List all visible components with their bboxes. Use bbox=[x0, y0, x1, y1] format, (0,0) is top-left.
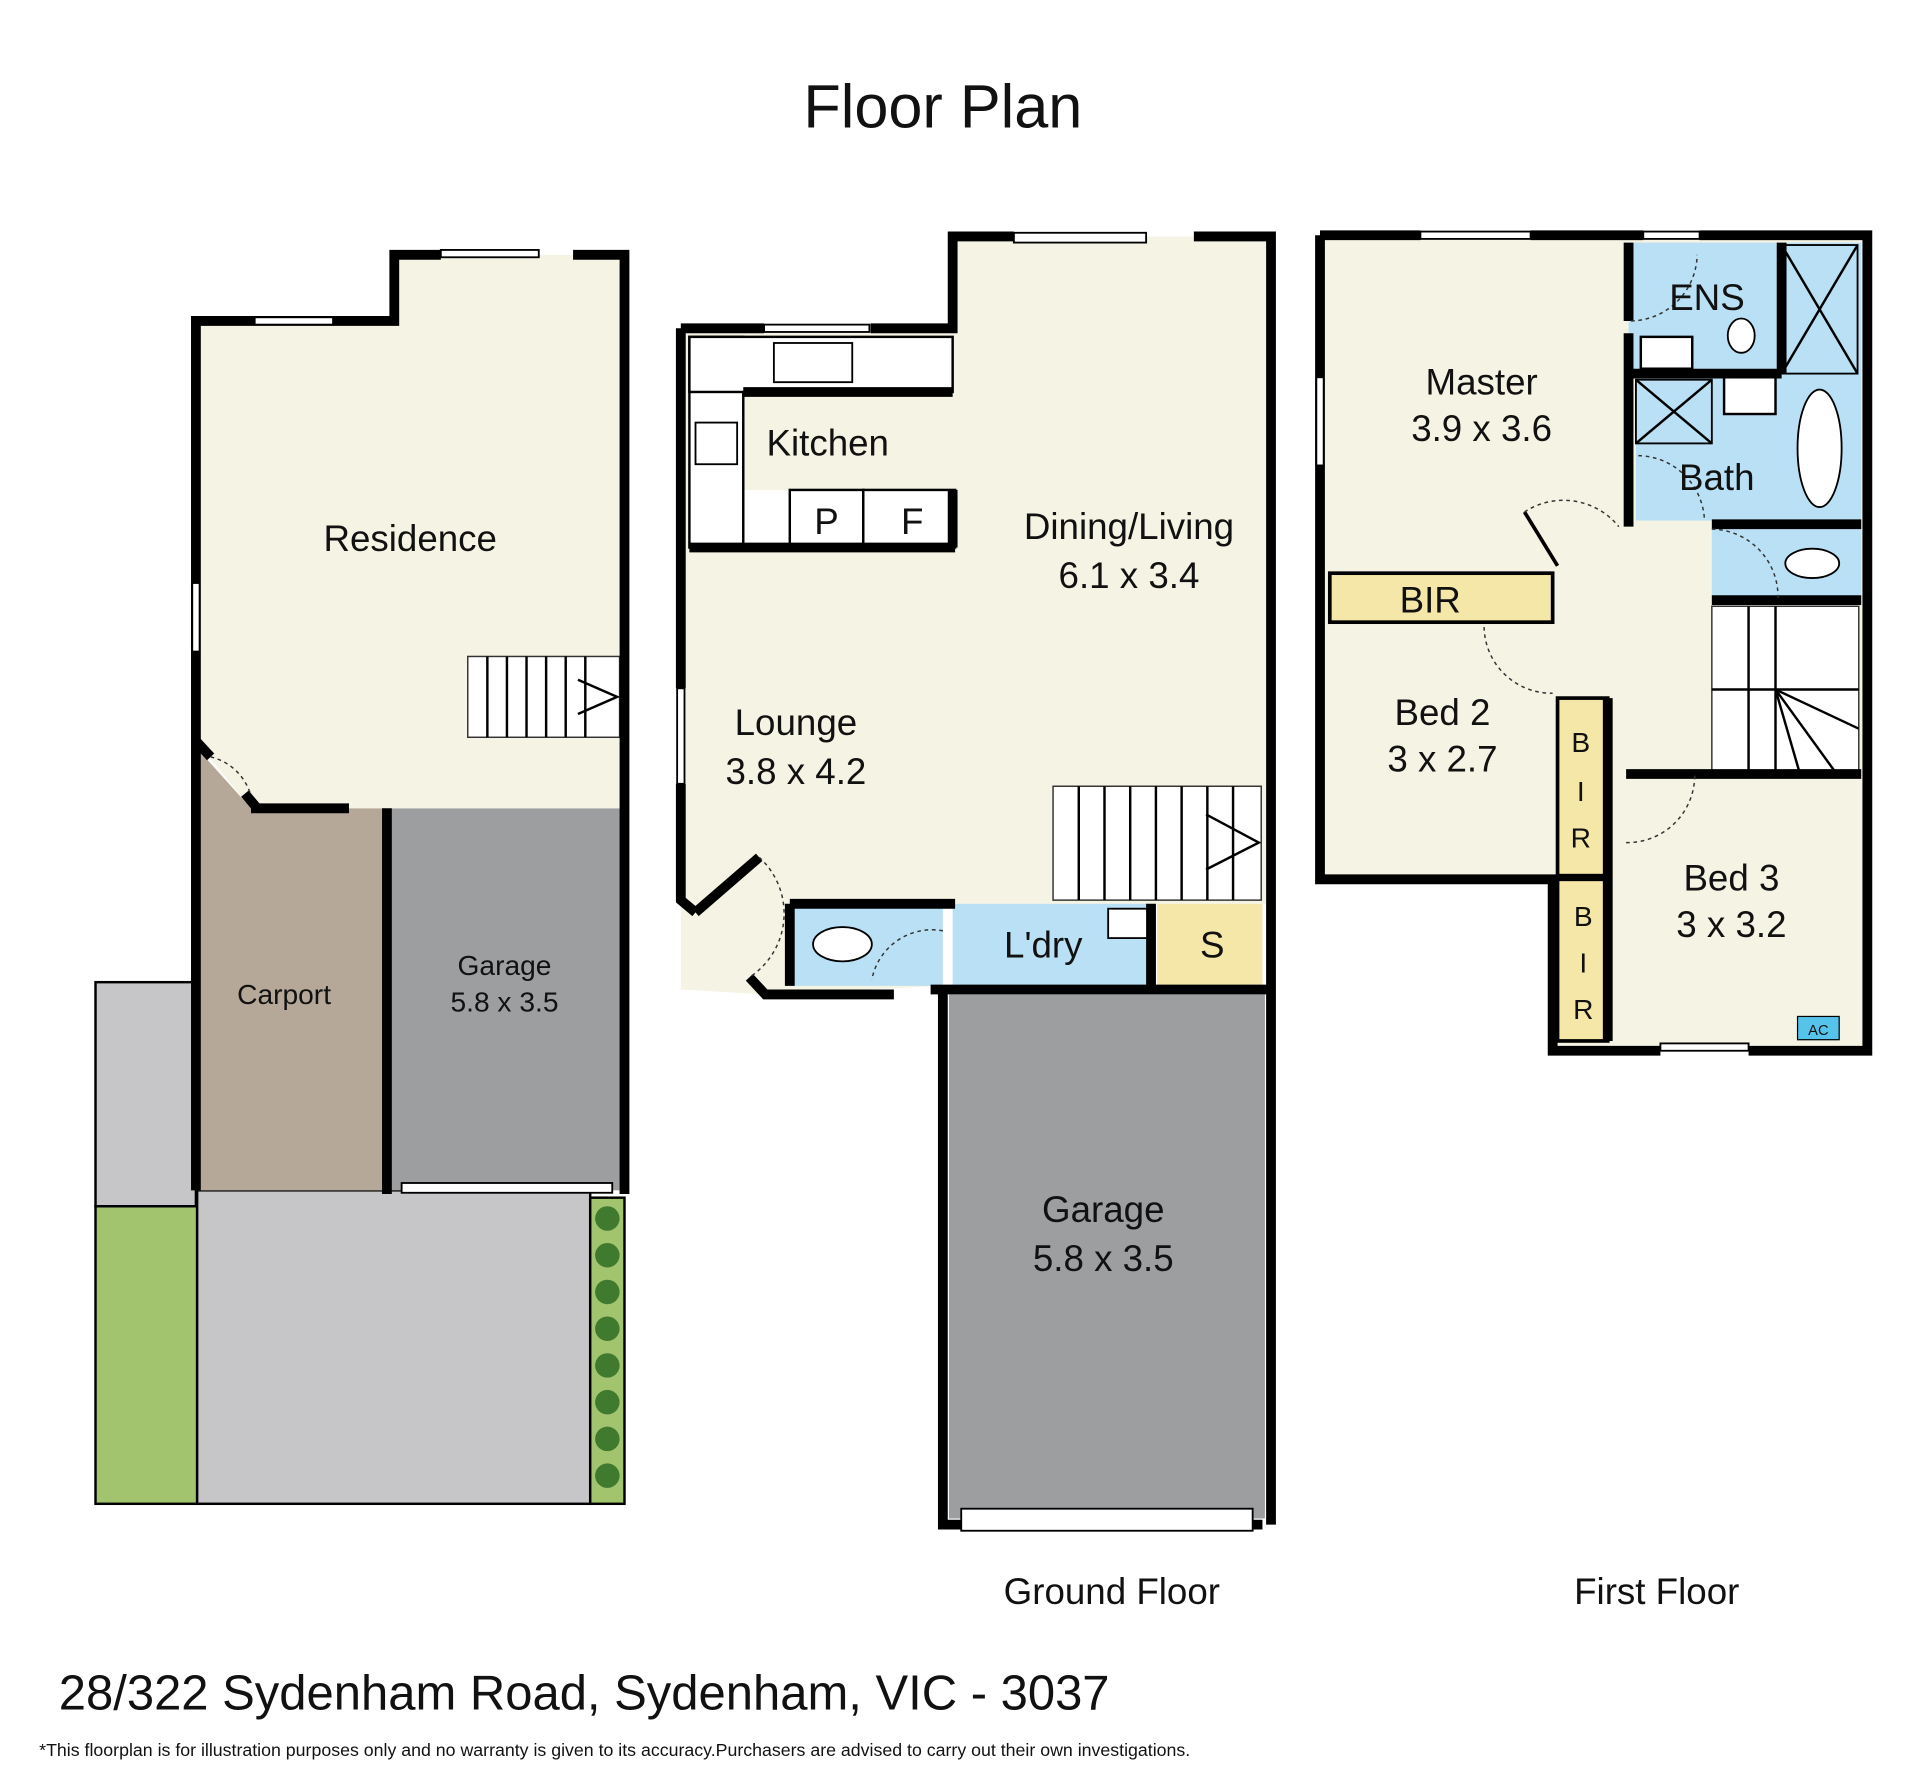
bed3-size: 3 x 3.2 bbox=[1676, 904, 1786, 945]
store-label: S bbox=[1200, 925, 1225, 966]
toilet-icon bbox=[812, 926, 873, 963]
bir-vertical-1 bbox=[1555, 696, 1610, 878]
ensuite-toilet-icon bbox=[1726, 317, 1756, 354]
site-garage-label: Garage bbox=[458, 950, 552, 981]
bir-v1-r: R bbox=[1571, 822, 1591, 853]
hedge-shrubs bbox=[595, 1206, 620, 1488]
store-area bbox=[1157, 903, 1263, 990]
site-residence-label: Residence bbox=[323, 518, 497, 559]
bath-vanity-icon bbox=[1722, 376, 1777, 416]
cooktop-icon bbox=[694, 421, 739, 466]
site-garage-size: 5.8 x 3.5 bbox=[450, 987, 558, 1018]
kitchen-label: Kitchen bbox=[767, 423, 889, 464]
bathtub-icon bbox=[1796, 388, 1843, 508]
first-floor-plan: AC ENS Master 3.9 x 3.6 Bath BIR B I R B… bbox=[1315, 230, 1873, 1612]
bed2-size: 3 x 2.7 bbox=[1387, 739, 1497, 780]
ground-stairs bbox=[1052, 785, 1262, 901]
bir-v2-r: R bbox=[1573, 994, 1593, 1025]
ensuite-label: ENS bbox=[1669, 277, 1745, 318]
fridge bbox=[862, 488, 957, 549]
ground-floor-label: Ground Floor bbox=[1004, 1571, 1220, 1612]
bir-v1-i: I bbox=[1577, 776, 1585, 807]
toilet-icon bbox=[1784, 547, 1841, 580]
master-label: Master bbox=[1426, 361, 1538, 402]
ac-label: AC bbox=[1808, 1023, 1829, 1039]
master-size: 3.9 x 3.6 bbox=[1411, 408, 1552, 449]
laundry-label: L'dry bbox=[1004, 925, 1083, 966]
side-paving bbox=[94, 980, 198, 1208]
pantry bbox=[788, 488, 865, 549]
bir-label: BIR bbox=[1400, 579, 1461, 620]
ground-floor-plan: P F Kitchen Dining/Living 6.1 x 3.4 Loun… bbox=[675, 231, 1276, 1612]
vanity-icon bbox=[1639, 335, 1694, 370]
sink-icon bbox=[772, 342, 854, 384]
dining-living-label: Dining/Living bbox=[1024, 506, 1234, 547]
site-garage-area bbox=[389, 808, 623, 1191]
ground-garage-size: 5.8 x 3.5 bbox=[1033, 1238, 1174, 1279]
property-address: 28/322 Sydenham Road, Sydenham, VIC - 30… bbox=[59, 1667, 1110, 1721]
bed3-label: Bed 3 bbox=[1683, 857, 1779, 898]
bir-horizontal bbox=[1327, 571, 1555, 625]
ground-garage-label: Garage bbox=[1042, 1189, 1164, 1230]
ac-unit bbox=[1796, 1015, 1840, 1041]
bed2-label: Bed 2 bbox=[1394, 692, 1490, 733]
disclaimer: *This floorplan is for illustration purp… bbox=[39, 1740, 1190, 1760]
lawn bbox=[94, 1205, 199, 1506]
site-plan: Residence Carport Garage 5.8 x 3.5 bbox=[94, 249, 630, 1506]
site-carport-label: Carport bbox=[237, 979, 331, 1010]
page-title: Floor Plan bbox=[803, 72, 1082, 140]
first-floor-label: First Floor bbox=[1574, 1571, 1739, 1612]
bir-v2-i: I bbox=[1579, 947, 1587, 978]
fridge-label: F bbox=[901, 501, 923, 542]
lounge-label: Lounge bbox=[735, 702, 858, 743]
ground-garage-area bbox=[948, 994, 1265, 1519]
carport-area bbox=[195, 747, 387, 1191]
dining-living-size: 6.1 x 3.4 bbox=[1059, 555, 1200, 596]
shower-bath bbox=[1635, 378, 1713, 445]
driveway bbox=[195, 1189, 592, 1506]
first-stairs bbox=[1711, 605, 1860, 775]
lounge-size: 3.8 x 4.2 bbox=[725, 751, 866, 792]
pantry-label: P bbox=[814, 501, 839, 542]
bath-label: Bath bbox=[1679, 457, 1755, 498]
laundry-tub-icon bbox=[1107, 907, 1150, 940]
bir-v1-b: B bbox=[1571, 727, 1590, 758]
bir-v2-b: B bbox=[1574, 901, 1593, 932]
residence-stairs bbox=[467, 655, 621, 739]
